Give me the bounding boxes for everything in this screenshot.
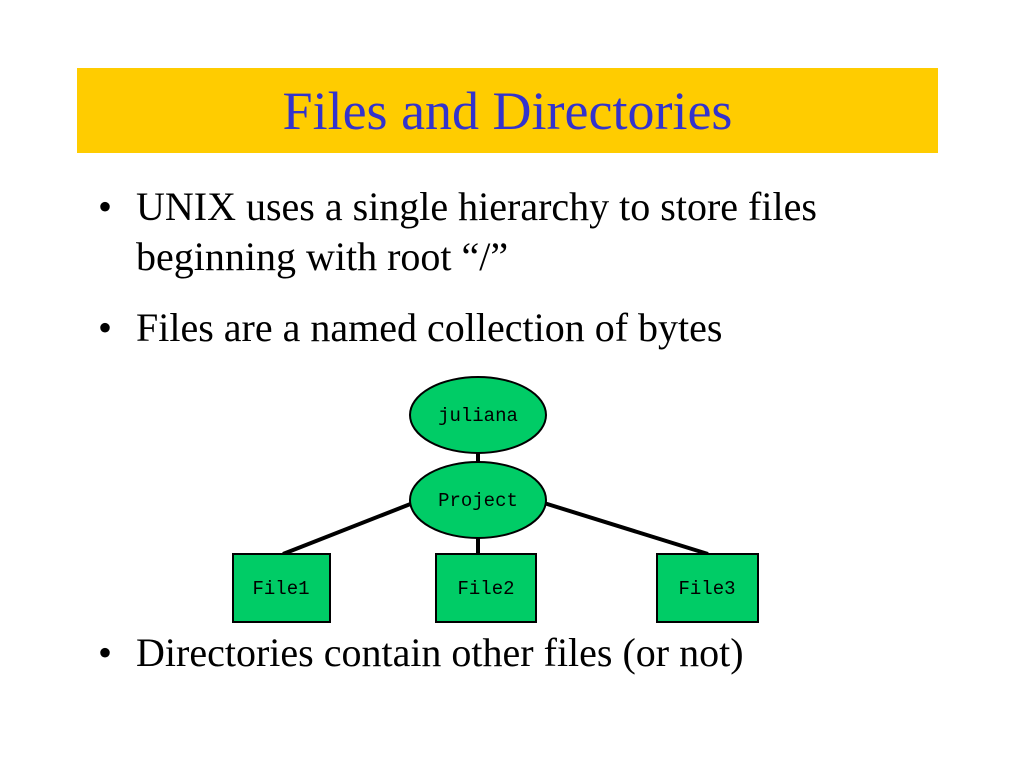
tree-node-project: Project <box>409 461 547 539</box>
bullet-item: • Directories contain other files (or no… <box>0 628 936 678</box>
bullet-text: Directories contain other files (or not) <box>136 630 744 675</box>
bullet-item: • UNIX uses a single hierarchy to store … <box>0 182 936 282</box>
node-label-file2: File2 <box>457 578 514 600</box>
node-ellipse <box>409 376 547 454</box>
bullet-text: Files are a named collection of bytes <box>136 305 723 350</box>
slide-title: Files and Directories <box>282 80 733 141</box>
title-bar: Files and Directories <box>77 68 938 153</box>
node-label-juliana: juliana <box>438 405 518 427</box>
tree-node-juliana: juliana <box>409 376 547 454</box>
tree-node-file3: File3 <box>656 553 759 623</box>
node-label-project: Project <box>438 490 518 512</box>
bullet-marker: • <box>98 305 113 350</box>
node-ellipse <box>409 461 547 539</box>
bullet-text: UNIX uses a single hierarchy to store fi… <box>136 184 817 279</box>
bullet-marker: • <box>98 630 113 675</box>
node-rect <box>232 553 331 623</box>
bullet-marker: • <box>98 184 113 229</box>
edge-project-file3 <box>543 501 709 556</box>
node-label-file3: File3 <box>678 578 735 600</box>
node-label-file1: File1 <box>252 578 309 600</box>
tree-node-file2: File2 <box>435 553 537 623</box>
node-rect <box>435 553 537 623</box>
edge-project-file1 <box>282 501 414 556</box>
bullet-item: • Files are a named collection of bytes <box>0 303 936 353</box>
node-rect <box>656 553 759 623</box>
tree-node-file1: File1 <box>232 553 331 623</box>
